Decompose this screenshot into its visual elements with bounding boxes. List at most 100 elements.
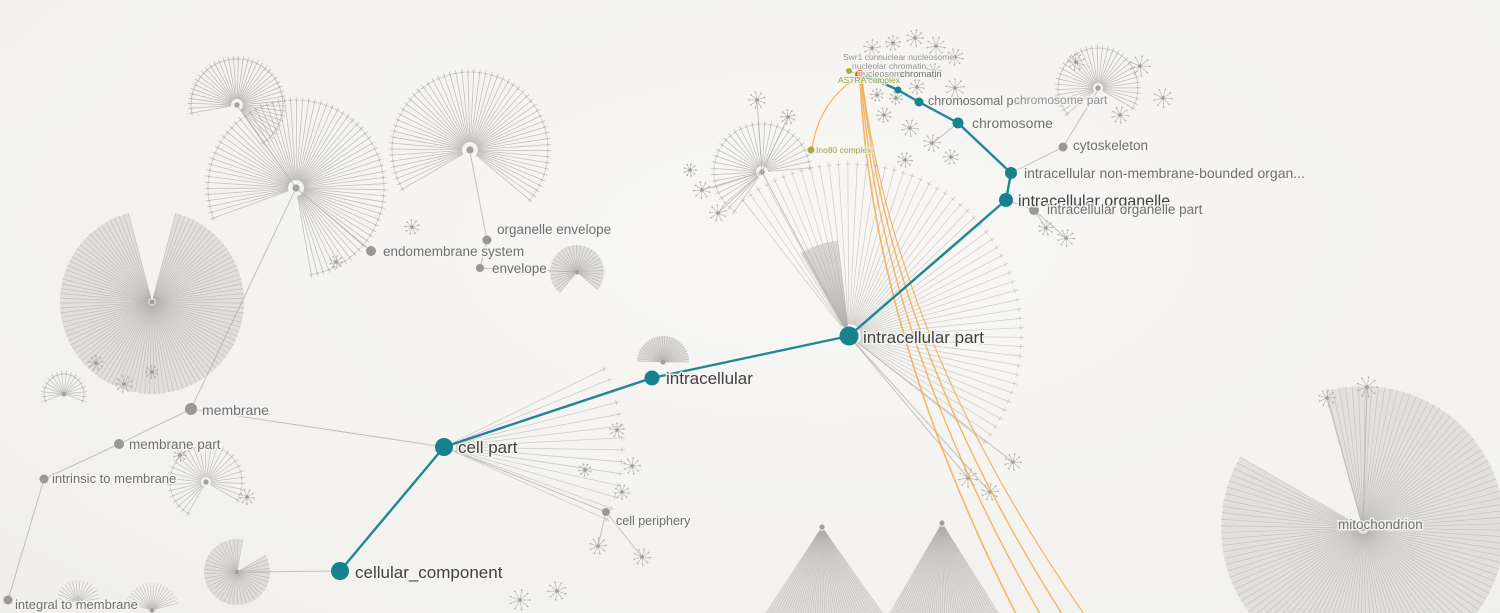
burst-hub-node[interactable]: [178, 453, 182, 457]
cluster-hub-node[interactable]: [660, 359, 666, 365]
graph-node-cell-part[interactable]: [435, 438, 453, 456]
cluster-spoke: [133, 590, 151, 609]
cluster-spoke: [746, 126, 761, 167]
cluster-hub-node[interactable]: [939, 520, 945, 526]
cluster-spoke: [155, 303, 229, 354]
cluster-spoke: [1365, 404, 1435, 523]
burst-hub-node[interactable]: [953, 55, 957, 59]
graph-node-intracellular-organelle-part[interactable]: [1029, 205, 1039, 215]
burst-hub-node[interactable]: [913, 36, 917, 40]
burst-dot: [959, 472, 962, 475]
burst-dot: [909, 155, 912, 157]
cluster-spoke: [297, 101, 316, 181]
burst-hub-node[interactable]: [932, 69, 936, 73]
burst-hub-node[interactable]: [953, 86, 957, 90]
graph-node-endomembrane-system[interactable]: [366, 246, 376, 256]
graph-node-cell-periphery[interactable]: [602, 508, 610, 516]
cluster-spoke: [897, 526, 941, 613]
cluster-spoke: [49, 379, 63, 393]
graph-node-intrinsic-to-membrane[interactable]: [39, 474, 49, 484]
cluster-spoke: [1368, 484, 1499, 527]
burst-dot: [146, 375, 149, 377]
graph-node-nucleosome-node[interactable]: [855, 70, 865, 80]
graph-node-integral-to-membrane[interactable]: [3, 595, 13, 605]
cluster-spoke: [66, 303, 149, 337]
graph-node-intracellular-nmb-organelle[interactable]: [1005, 167, 1017, 179]
burst-hub-node[interactable]: [1161, 96, 1165, 100]
cluster-spoke: [665, 356, 689, 362]
burst-hub-node[interactable]: [150, 370, 154, 374]
burst-hub-node[interactable]: [334, 260, 338, 264]
burst-hub-node[interactable]: [94, 361, 98, 365]
gray-edge: [479, 239, 488, 269]
cluster-hub-node[interactable]: [466, 146, 474, 154]
burst-hub-node[interactable]: [583, 468, 587, 472]
burst-hub-node[interactable]: [915, 85, 919, 89]
burst-hub-node[interactable]: [1118, 113, 1122, 117]
burst-hub-node[interactable]: [908, 126, 912, 130]
burst-hub-node[interactable]: [894, 96, 898, 100]
cluster-spoke: [1063, 90, 1095, 110]
graph-node-envelope[interactable]: [476, 264, 484, 272]
burst-dot: [554, 581, 556, 584]
burst-dot: [1082, 64, 1085, 66]
cluster-spoke: [105, 222, 151, 299]
burst-hub-node[interactable]: [410, 225, 414, 229]
burst-hub-node[interactable]: [882, 113, 886, 117]
burst-hub-node[interactable]: [949, 155, 953, 159]
cluster-hub-node[interactable]: [819, 524, 825, 530]
cluster-spoke: [302, 191, 374, 231]
burst-hub-node[interactable]: [1138, 64, 1142, 68]
burst-hub-node[interactable]: [1074, 60, 1078, 64]
burst-hub-node[interactable]: [122, 382, 126, 386]
burst-hub-node[interactable]: [630, 464, 634, 468]
cluster-hub-node[interactable]: [149, 607, 155, 613]
cluster-hub-node[interactable]: [203, 479, 209, 485]
burst-hub-node[interactable]: [518, 598, 522, 602]
cluster-tip-tick: [936, 185, 940, 190]
graph-node-top-node-2[interactable]: [875, 78, 881, 84]
graph-node-intracellular-organelle[interactable]: [999, 193, 1013, 207]
graph-node-intracellular[interactable]: [644, 370, 660, 386]
cluster-spoke: [637, 357, 661, 362]
graph-node-cytoskeleton[interactable]: [1058, 142, 1068, 152]
burst-dot: [711, 206, 714, 209]
burst-hub-node[interactable]: [555, 589, 559, 593]
graph-node-membrane-part[interactable]: [114, 439, 124, 449]
burst-hub-node[interactable]: [891, 41, 895, 45]
graph-node-membrane[interactable]: [185, 403, 197, 415]
graph-node-organelle-envelope[interactable]: [482, 235, 492, 245]
burst-hub-node[interactable]: [875, 93, 879, 97]
cluster-hub-node[interactable]: [1095, 85, 1101, 91]
cluster-hub-node[interactable]: [149, 299, 155, 305]
burst-hub-node[interactable]: [245, 495, 249, 499]
burst-hub-node[interactable]: [903, 158, 907, 162]
burst-hub-node[interactable]: [870, 46, 874, 50]
graph-node-chromosome[interactable]: [952, 117, 964, 129]
burst-hub-node[interactable]: [688, 168, 692, 172]
cluster-tip-tick: [226, 450, 230, 455]
burst-dot: [1004, 458, 1007, 460]
burst-dot: [90, 356, 93, 359]
cluster-spoke: [579, 265, 604, 272]
cluster-hub-node[interactable]: [75, 599, 81, 605]
graph-node-cellular-component[interactable]: [331, 562, 349, 580]
cluster-hub-node[interactable]: [61, 391, 67, 397]
graph-node-astra-node[interactable]: [846, 68, 852, 74]
graph-node-top-node-1[interactable]: [894, 86, 902, 94]
burst-hub-node[interactable]: [615, 428, 619, 432]
burst-hub-node[interactable]: [620, 490, 624, 494]
graph-node-chromosomal-part[interactable]: [914, 97, 924, 107]
graph-node-ino80-node[interactable]: [807, 146, 815, 154]
cluster-spoke: [762, 124, 766, 167]
burst-dot: [763, 96, 766, 99]
cluster-spoke: [847, 163, 850, 325]
burst-dot: [868, 54, 870, 57]
burst-dot: [1373, 379, 1376, 382]
burst-dot: [1322, 404, 1325, 406]
burst-hub-node[interactable]: [934, 44, 938, 48]
burst-hub-node[interactable]: [930, 141, 934, 145]
cluster-spoke: [66, 387, 84, 394]
cluster-tip-tick: [416, 88, 421, 93]
graph-node-intracellular-part[interactable]: [839, 326, 859, 346]
